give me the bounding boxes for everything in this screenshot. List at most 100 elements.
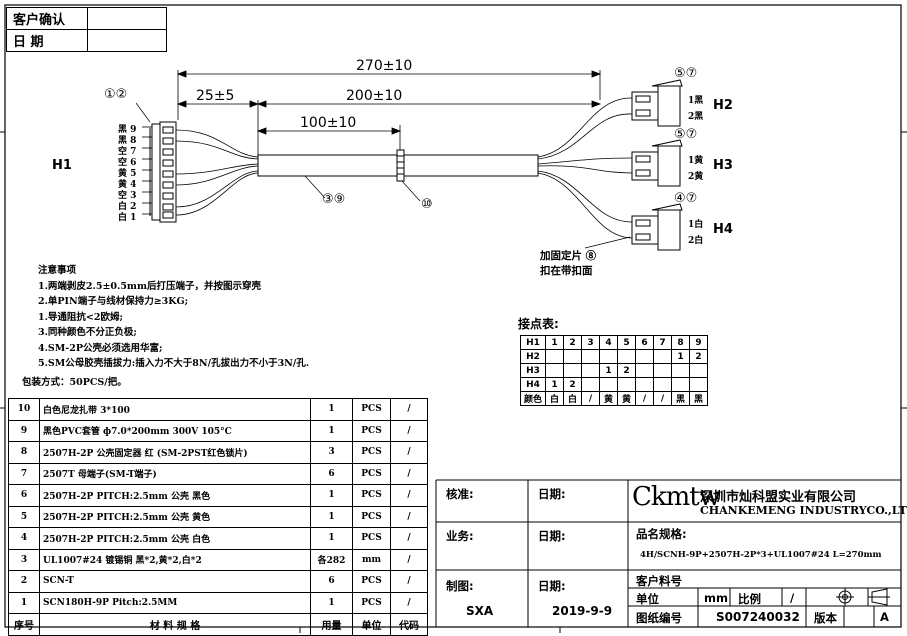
pin-cell: 7: [653, 335, 672, 350]
projection-symbol-icon: [836, 588, 890, 606]
pin-cell: 黑: [689, 391, 708, 406]
bom-qty: 各282: [310, 548, 353, 571]
customer-confirm-value: [87, 7, 167, 30]
pin-cell: H1: [520, 335, 546, 350]
bom-unit: PCS: [352, 462, 391, 485]
pin-cell: 2: [689, 349, 708, 364]
company-name-cn: 深圳市灿科盟实业有限公司: [700, 490, 857, 505]
zip-tie: [396, 149, 405, 182]
business-date-label: 日期:: [538, 529, 566, 543]
dimension-lines: [176, 70, 602, 155]
bom-desc: 2507T 母端子(SM-T端子): [39, 462, 311, 485]
h3-pin-2: 2黄: [688, 172, 704, 182]
drawn-label: 制图:: [446, 579, 474, 593]
bom-header-desc: 材 料 规 格: [39, 613, 311, 636]
bom-qty: 6: [310, 570, 353, 593]
h1-pin-num: 7: [130, 147, 137, 157]
note-item: 5.SM公母胶壳插拔力:插入力不大于8N/孔拔出力不小于3N/孔.: [38, 358, 310, 369]
pin-cell: 8: [671, 335, 690, 350]
bom-code: /: [390, 441, 428, 464]
bom-desc: 2507H-2P PITCH:2.5mm 公壳 黄色: [39, 505, 311, 528]
approve-date-label: 日期:: [538, 487, 566, 501]
bom-code: /: [390, 462, 428, 485]
pin-cell: [653, 363, 672, 378]
dim-mid: 200±10: [346, 88, 403, 104]
bom-no: 6: [8, 484, 40, 507]
callout-10: ⑩: [421, 197, 433, 212]
version-value: A: [880, 610, 889, 624]
bom-desc: SCN-T: [39, 570, 311, 593]
pin-cell: [581, 377, 600, 392]
pin-cell: 1: [671, 349, 690, 364]
bom-unit: PCS: [352, 441, 391, 464]
callout-3-9: ③⑨: [322, 192, 346, 207]
h1-pin-color: 空: [118, 191, 128, 201]
bom-qty: 6: [310, 462, 353, 485]
h1-pin-num: 6: [130, 158, 137, 168]
h4-label: H4: [713, 222, 733, 237]
h1-pin-color: 黑: [118, 125, 128, 135]
pin-table-row: H4 1 2: [520, 377, 708, 392]
clip-note-line1: 加固定片 ⑧: [540, 250, 597, 262]
pin-cell: H3: [520, 363, 546, 378]
pin-cell: [617, 377, 636, 392]
h1-pin-color: 白: [118, 202, 128, 212]
drawing-frame: [4, 4, 902, 628]
pin-cell: 6: [635, 335, 654, 350]
bom-unit: PCS: [352, 570, 391, 593]
bom-no: 5: [8, 505, 40, 528]
notes-block: 注意事项 1.两端剥皮2.5±0.5mm后打压端子，并按图示穿壳 2.单PIN端…: [38, 263, 309, 372]
scale-label: 比例: [738, 592, 761, 606]
bom-qty: 1: [310, 419, 353, 442]
bom-desc: SCN180H-9P Pitch:2.5MM: [39, 591, 311, 614]
h1-pin-color: 黑: [118, 136, 128, 146]
pin-cell: 1: [599, 363, 618, 378]
bom-no: 4: [8, 527, 40, 550]
pin-cell: [563, 349, 582, 364]
pin-table: H1 1 2 3 4 5 6 7 8 9 H2 1 2 H3 1 2 H4 1: [520, 335, 708, 406]
clip-note-line2: 扣在带扣面: [540, 265, 593, 277]
leader-lines: [135, 102, 631, 249]
bom-desc: 2507H-2P PITCH:2.5mm 公壳 黑色: [39, 484, 311, 507]
bom-header-code: 代码: [390, 613, 428, 636]
bom-code: /: [390, 591, 428, 614]
customer-confirm-label: 客户确认: [6, 7, 88, 30]
pin-cell: 5: [617, 335, 636, 350]
pin-cell: [671, 377, 690, 392]
pin-cell: /: [653, 391, 672, 406]
h2-pin-2: 2黑: [688, 112, 704, 122]
pin-cell: [671, 363, 690, 378]
pin-cell: [689, 363, 708, 378]
right-wires: [537, 97, 633, 239]
bom-code: /: [390, 419, 428, 442]
notes-title: 注意事项: [38, 265, 77, 276]
bom-desc: 2507H-2P PITCH:2.5mm 公壳 白色: [39, 527, 311, 550]
part-number-label: 客户料号: [636, 574, 682, 588]
bom-qty: 3: [310, 441, 353, 464]
pin-cell: [635, 349, 654, 364]
pin-cell: 2: [617, 363, 636, 378]
pin-cell: /: [635, 391, 654, 406]
pin-cell: [563, 363, 582, 378]
note-item: 3.同种颜色不分正负极;: [38, 327, 137, 338]
date-value: [87, 29, 167, 52]
bom-no: 8: [8, 441, 40, 464]
pin-table-title: 接点表:: [518, 317, 559, 331]
note-item: 2.单PIN端子与线材保持力≥3KG;: [38, 296, 189, 307]
packing-method: 包装方式：50PCS/把。: [22, 377, 127, 388]
company-name-en: CHANKEMENG INDUSTRYCO.,LTD: [700, 504, 907, 517]
pin-cell: [581, 363, 600, 378]
pin-cell: 黑: [671, 391, 690, 406]
company-logo: Ckmtw: [632, 482, 721, 512]
pin-cell: 黄: [617, 391, 636, 406]
pin-cell: 颜色: [520, 391, 546, 406]
pin-cell: [545, 363, 564, 378]
pin-cell: 4: [599, 335, 618, 350]
bom-no: 2: [8, 570, 40, 593]
